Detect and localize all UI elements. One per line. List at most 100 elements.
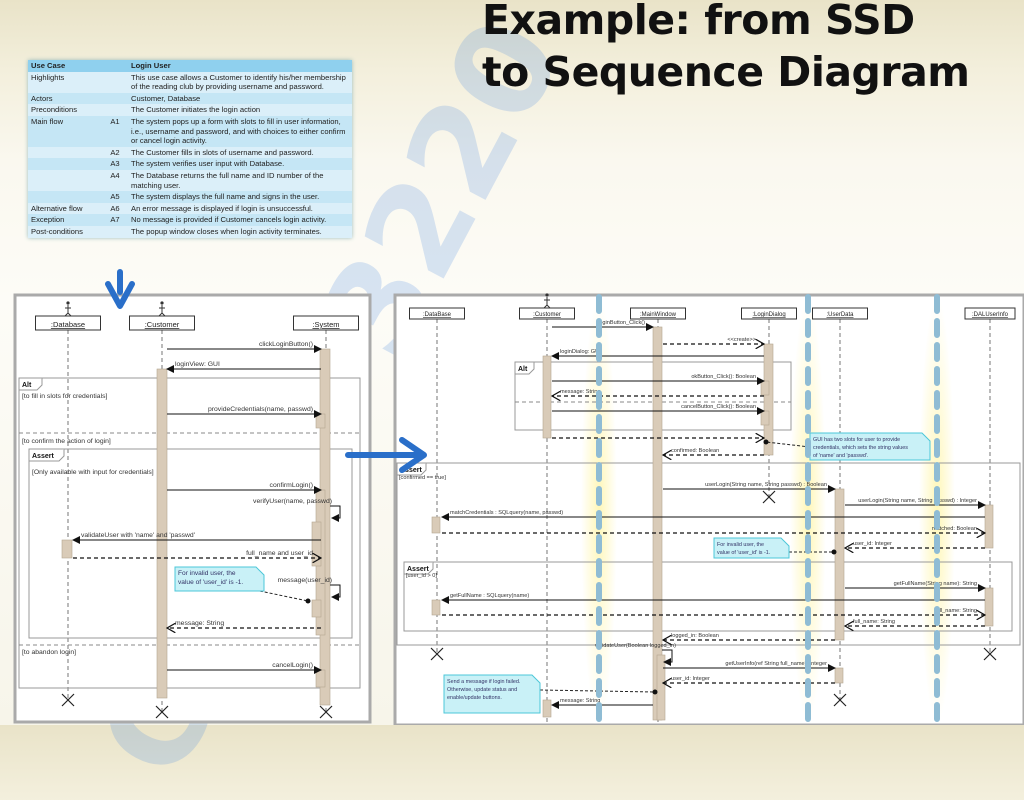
- guard-condition: [confirmed == true]: [399, 475, 446, 481]
- note: [713, 537, 790, 559]
- message-label: logged_in: Boolean: [671, 633, 719, 639]
- lifeline-name: :LoginDialog: [752, 312, 785, 318]
- step-id: A4: [102, 169, 128, 192]
- lifeline-head: [129, 315, 195, 331]
- row-label: Main flow: [28, 115, 102, 147]
- fragment-operator: Assert: [400, 467, 422, 474]
- lifeline-head: [964, 307, 1016, 320]
- fragment-tab: [29, 449, 65, 462]
- message-label: full_name: String: [853, 619, 895, 625]
- row-text: The Customer fills in slots of username …: [128, 146, 352, 159]
- row-text: An error message is displayed if login i…: [128, 202, 352, 215]
- message-label: loginView: GUI: [175, 361, 220, 368]
- activation-bar: [984, 587, 994, 627]
- row-label: [28, 146, 102, 159]
- activation-bar: [542, 699, 552, 718]
- activation-bar: [315, 413, 326, 429]
- message-label: provideCredentials(name, passwd): [208, 406, 313, 413]
- message-label: getFullName : SQLquery(name): [450, 593, 529, 599]
- step-id: [102, 60, 128, 72]
- lifeline-name: :Customer: [533, 312, 561, 318]
- activation-bar: [763, 343, 774, 456]
- activation-bar: [656, 654, 666, 721]
- activation-bar: [542, 355, 552, 439]
- activation-bar: [61, 539, 73, 559]
- guard-condition: [Only available with input for credentia…: [32, 469, 154, 476]
- destroy-x-icon: [319, 705, 333, 719]
- note: [443, 674, 541, 714]
- row-label: Actors: [28, 92, 102, 105]
- message-label: user_id: Integer: [853, 541, 892, 547]
- row-label: Highlights: [28, 71, 102, 93]
- row-text: Login User: [128, 60, 352, 72]
- lifeline-head: [519, 307, 575, 320]
- step-id: A6: [102, 202, 128, 215]
- activation-bar: [431, 516, 441, 534]
- lifeline-name: :System: [312, 320, 339, 329]
- activation-bar: [834, 488, 845, 641]
- fragment-operator: Alt: [22, 382, 32, 389]
- destroy-x-icon: [430, 647, 444, 661]
- destroy-x-icon: [983, 647, 997, 661]
- guard-condition: [to abandon login]: [22, 649, 76, 656]
- note-text: For invalid user, the: [717, 542, 764, 548]
- lifeline-head: [812, 307, 868, 320]
- step-id: A3: [102, 158, 128, 170]
- lifeline-head: [630, 307, 686, 320]
- row-label: [28, 158, 102, 170]
- lifeline-name: :UserData: [826, 312, 854, 318]
- actor-head-icon: [160, 301, 164, 305]
- note-anchor-dot: [763, 439, 769, 445]
- fragment-operator: Alt: [518, 366, 528, 373]
- actor-icon: [158, 305, 166, 317]
- lifeline-name: :Customer: [145, 320, 180, 329]
- message-label: matchCredentials : SQLquery(name, passwd…: [450, 510, 563, 516]
- row-label: [28, 191, 102, 203]
- activation-bar: [311, 599, 322, 618]
- row-label: Exception: [28, 214, 102, 226]
- guard-condition: [user_id > 0]: [406, 573, 437, 579]
- fragment-operator: Assert: [407, 566, 429, 573]
- step-id: A2: [102, 146, 128, 159]
- actor-icon: [543, 297, 551, 309]
- note-text: Otherwise, update status and: [447, 687, 517, 693]
- table-row: Use Case Login User: [28, 60, 352, 72]
- fragment-tab: [19, 378, 43, 391]
- lifeline-head: [409, 307, 465, 320]
- self-message-arrow: [330, 584, 341, 601]
- lifeline-name: :MainWindow: [640, 312, 677, 318]
- message-label: matched: Boolean: [932, 526, 977, 532]
- note-anchor-dot: [652, 689, 658, 695]
- guard-condition: [to confirm the action of login]: [22, 438, 111, 445]
- note-text: of 'name' and 'passwd'.: [813, 453, 868, 459]
- title-line-1: Example: from SSD: [482, 0, 915, 44]
- message-label: cancelButton_Click(): Boolean: [681, 404, 756, 410]
- note-text: GUI has two slots for user to provide: [813, 437, 900, 443]
- lifeline-head: [741, 307, 797, 320]
- lifeline-name: :DataBase: [423, 312, 452, 318]
- combined-fragment: [396, 462, 1021, 646]
- note-text: enable/update buttons.: [447, 695, 502, 701]
- diagram-panel: [13, 293, 372, 724]
- self-message-arrow: [662, 649, 673, 666]
- activation-bar: [760, 380, 770, 396]
- message-label: verifyUser(name, passwd): [253, 498, 332, 505]
- note-anchor-dot: [305, 598, 311, 604]
- row-text: The Customer initiates the login action: [128, 104, 352, 116]
- activation-bar: [311, 521, 322, 567]
- message-label: getUserInfo(ref String full_name): Integ…: [725, 661, 827, 667]
- row-label: Use Case: [28, 60, 102, 72]
- activation-bar: [984, 504, 994, 549]
- activation-bar: [156, 368, 168, 699]
- actor-head-icon: [66, 301, 70, 305]
- combined-fragment: [28, 448, 353, 639]
- lifeline-name: :Database: [51, 320, 85, 329]
